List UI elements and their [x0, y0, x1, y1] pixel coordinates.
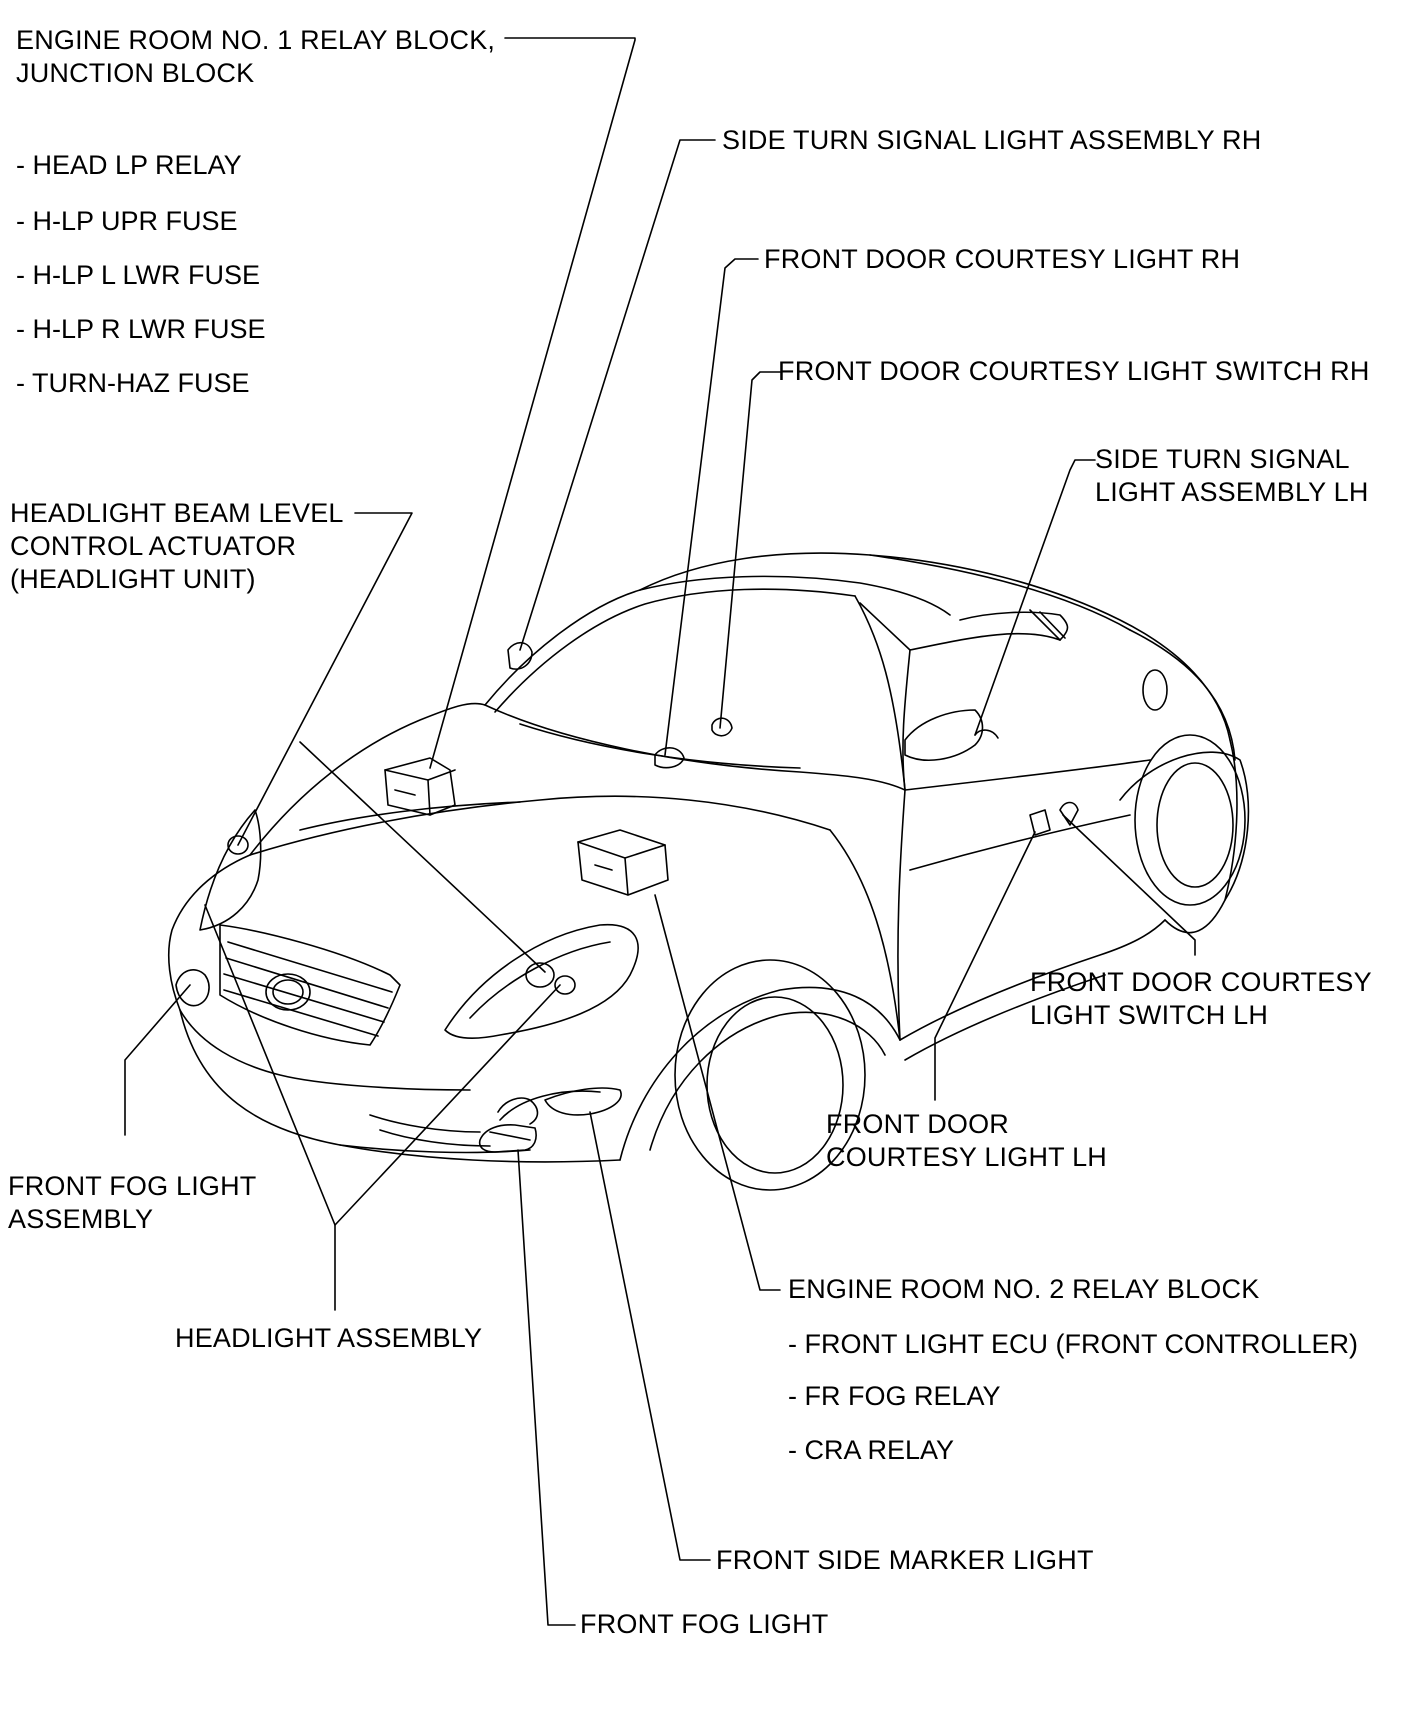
leader-courtesy-light-rh	[665, 259, 758, 755]
label-line: CONTROL ACTUATOR	[10, 531, 297, 561]
er1-item-hlp-l-lwr-fuse: - H-LP L LWR FUSE	[16, 260, 261, 290]
leader-er2	[655, 895, 780, 1290]
leader-beam-level	[238, 513, 412, 845]
er2-item-fr-fog-relay: - FR FOG RELAY	[788, 1381, 1001, 1411]
label-engine-room-no2-relay-block: ENGINE ROOM NO. 2 RELAY BLOCK	[788, 1274, 1260, 1304]
label-engine-room-no1-relay-block: ENGINE ROOM NO. 1 RELAY BLOCK, JUNCTION …	[16, 24, 495, 90]
label-line: FRONT DOOR	[826, 1109, 1009, 1139]
leader-courtesy-switch-rh	[720, 372, 780, 728]
er1-item-hlp-upr-fuse: - H-LP UPR FUSE	[16, 206, 238, 236]
label-front-door-courtesy-switch-rh: FRONT DOOR COURTESY LIGHT SWITCH RH	[778, 356, 1370, 386]
label-line: ENGINE ROOM NO. 1 RELAY BLOCK,	[16, 25, 496, 55]
label-headlight-beam-level-actuator: HEADLIGHT BEAM LEVEL CONTROL ACTUATOR (H…	[10, 497, 344, 596]
leader-er1	[430, 38, 635, 768]
label-front-door-courtesy-light-lh: FRONT DOOR COURTESY LIGHT LH	[826, 1108, 1107, 1174]
label-line: LIGHT ASSEMBLY LH	[1095, 477, 1369, 507]
label-line: COURTESY LIGHT LH	[826, 1142, 1107, 1172]
label-line: FRONT FOG LIGHT	[8, 1171, 257, 1201]
label-line: JUNCTION BLOCK	[16, 58, 255, 88]
leader-lines	[125, 38, 1195, 1625]
leader-headlight-b	[335, 985, 560, 1225]
leader-courtesy-light-lh	[935, 832, 1035, 1100]
label-front-door-courtesy-switch-lh: FRONT DOOR COURTESY LIGHT SWITCH LH	[1030, 966, 1372, 1032]
leader-courtesy-switch-lh	[1063, 815, 1195, 955]
label-side-turn-signal-lh: SIDE TURN SIGNAL LIGHT ASSEMBLY LH	[1095, 443, 1369, 509]
er2-item-cra-relay: - CRA RELAY	[788, 1435, 955, 1465]
label-front-fog-light: FRONT FOG LIGHT	[580, 1609, 829, 1639]
leader-beam-level-2	[300, 742, 545, 972]
leader-fog-light	[518, 1150, 575, 1625]
er1-item-turn-haz-fuse: - TURN-HAZ FUSE	[16, 368, 250, 398]
leader-side-turn-rh	[520, 140, 715, 650]
label-side-turn-signal-rh: SIDE TURN SIGNAL LIGHT ASSEMBLY RH	[722, 125, 1262, 155]
label-line: ASSEMBLY	[8, 1204, 154, 1234]
label-line: (HEADLIGHT UNIT)	[10, 564, 256, 594]
label-line: SIDE TURN SIGNAL	[1095, 444, 1350, 474]
er1-item-hlp-r-lwr-fuse: - H-LP R LWR FUSE	[16, 314, 266, 344]
er2-item-front-light-ecu: - FRONT LIGHT ECU (FRONT CONTROLLER)	[788, 1329, 1359, 1359]
label-front-fog-light-assembly: FRONT FOG LIGHT ASSEMBLY	[8, 1170, 257, 1236]
label-line: FRONT DOOR COURTESY	[1030, 967, 1372, 997]
label-line: HEADLIGHT BEAM LEVEL	[10, 498, 344, 528]
label-front-side-marker-light: FRONT SIDE MARKER LIGHT	[716, 1545, 1094, 1575]
label-headlight-assembly: HEADLIGHT ASSEMBLY	[175, 1323, 483, 1353]
leader-side-turn-lh	[975, 460, 1095, 735]
er1-item-head-lp-relay: - HEAD LP RELAY	[16, 150, 242, 180]
label-front-door-courtesy-light-rh: FRONT DOOR COURTESY LIGHT RH	[764, 244, 1241, 274]
label-line: LIGHT SWITCH LH	[1030, 1000, 1269, 1030]
leader-headlight-a	[205, 905, 335, 1310]
leader-fog-assembly	[125, 985, 190, 1135]
leader-side-marker	[590, 1112, 710, 1560]
car-body-outline	[169, 553, 1249, 1190]
